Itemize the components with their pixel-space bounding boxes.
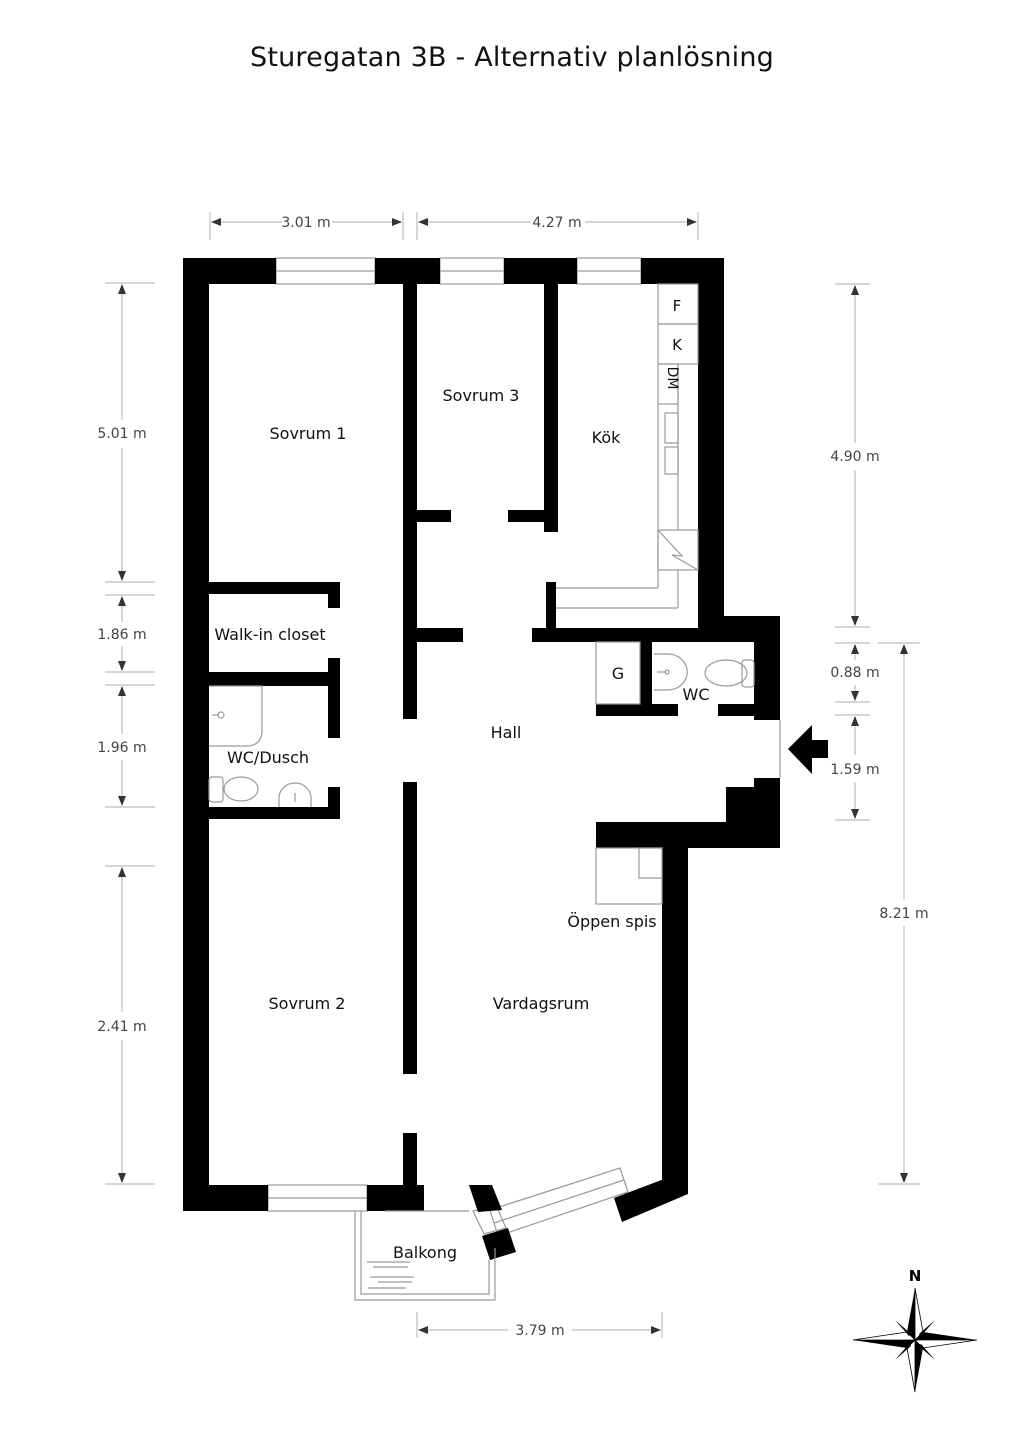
room-label-sovrum-3: Sovrum 3: [443, 386, 520, 405]
dimension-label: 1.86 m: [97, 627, 146, 643]
dimension-label: 4.27 m: [532, 215, 581, 231]
compass-rose-icon: [852, 1287, 978, 1393]
room-label-kok: Kök: [592, 428, 621, 447]
room-label-wc-dusch: WC/Dusch: [227, 748, 309, 767]
dimension-label: 0.88 m: [830, 665, 879, 681]
dimension-label: 2.41 m: [97, 1019, 146, 1035]
dimension-lines: [105, 212, 920, 1338]
room-label-sovrum-2: Sovrum 2: [269, 994, 346, 1013]
dishwasher-label: DM: [664, 367, 680, 390]
dimension-label: 1.96 m: [97, 740, 146, 756]
fridge-label: F: [673, 297, 682, 315]
dimension-label: 1.59 m: [830, 762, 879, 778]
room-label-walk-in-closet: Walk-in closet: [214, 625, 325, 644]
dimension-label: 3.79 m: [515, 1323, 564, 1339]
room-label-hall: Hall: [491, 723, 522, 742]
plan-title: Sturegatan 3B - Alternativ planlösning: [249, 42, 775, 73]
dimension-label: 3.01 m: [281, 215, 330, 231]
room-label-wc: WC: [683, 685, 710, 704]
walls: [183, 258, 780, 1260]
balcony: [354, 1210, 496, 1301]
room-label-sovrum-1: Sovrum 1: [270, 424, 347, 443]
entrance-arrow-icon: [788, 725, 828, 774]
dimension-label: 8.21 m: [879, 906, 928, 922]
bathroom-fixtures: [208, 685, 312, 807]
compass-north-label: N: [909, 1267, 922, 1285]
dimension-label: 5.01 m: [97, 426, 146, 442]
kitchen-counter: [556, 283, 699, 609]
wc-fixtures: [654, 653, 755, 691]
dimension-label: 4.90 m: [830, 449, 879, 465]
room-label-balkong: Balkong: [393, 1243, 457, 1262]
freezer-label: K: [672, 336, 683, 354]
room-label-oppen-spis: Öppen spis: [567, 912, 656, 931]
room-label-vardagsrum: Vardagsrum: [493, 994, 590, 1013]
storage-closet: [595, 641, 641, 705]
fireplace: [595, 847, 663, 905]
room-label-g: G: [612, 664, 624, 683]
